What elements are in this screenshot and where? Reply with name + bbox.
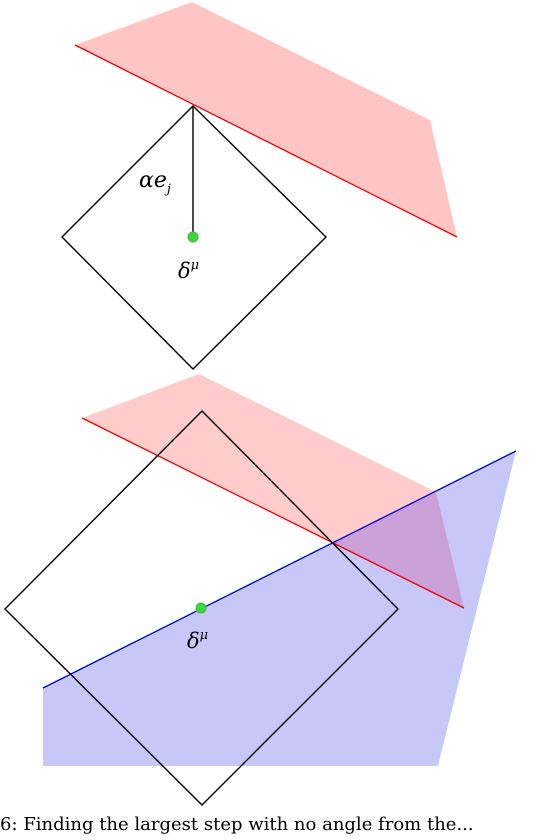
bottom-center-point	[195, 602, 207, 614]
bottom-blue-boundary-line	[42, 450, 517, 689]
top-red-halfspace	[75, 2, 457, 237]
bottom-panel: δμ	[4, 374, 517, 806]
top-center-label: δμ	[178, 258, 199, 283]
bottom-overlap-region	[331, 492, 464, 608]
bottom-center-label: δμ	[187, 628, 208, 653]
figure-caption: 6: Finding the largest step with no angl…	[0, 814, 474, 835]
bottom-rotated-ball	[4, 410, 399, 806]
top-step-label: αej	[139, 168, 171, 197]
top-panel: αej δμ	[61, 2, 458, 370]
top-red-boundary-line	[74, 44, 458, 238]
bottom-red-boundary-line	[81, 417, 465, 609]
top-diamond-ball	[61, 105, 327, 370]
top-center-point	[187, 231, 199, 243]
